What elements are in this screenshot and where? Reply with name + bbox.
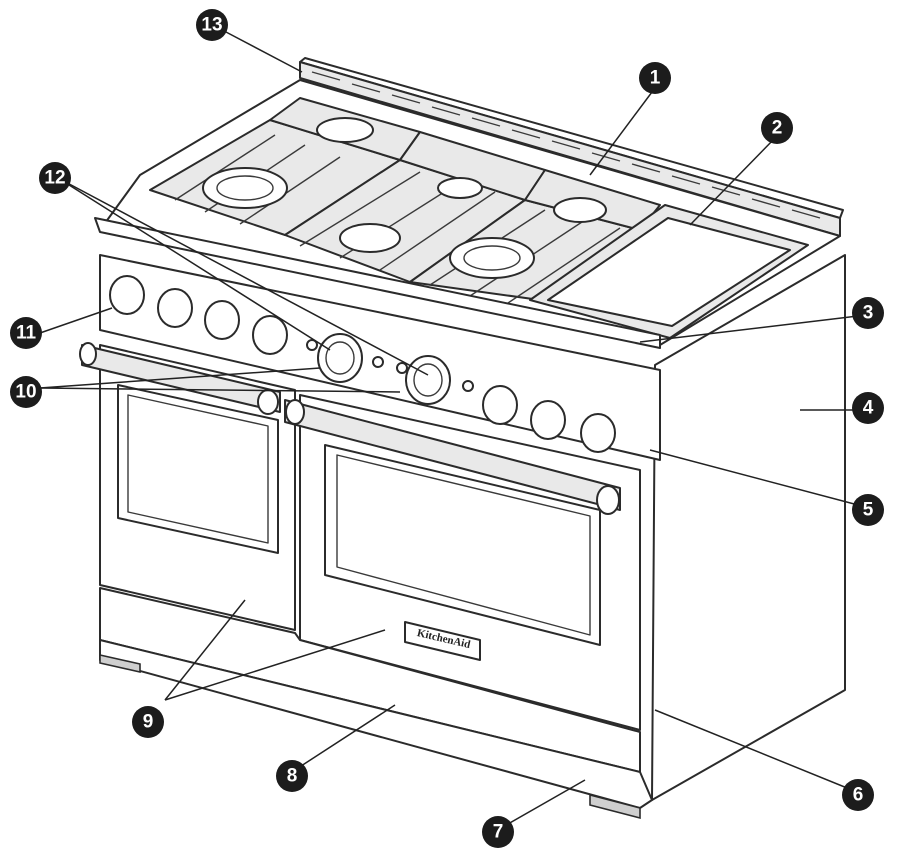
left-oven-window	[117, 384, 279, 554]
callout-12: 12	[39, 162, 71, 194]
left-leg	[99, 654, 141, 673]
callout-13: 13	[196, 9, 228, 41]
oven-control-knobs	[306, 333, 474, 405]
svg-text:10: 10	[15, 382, 36, 403]
callout-2: 2	[761, 112, 793, 144]
svg-text:4: 4	[863, 398, 874, 419]
svg-text:2: 2	[772, 118, 783, 139]
callout-7: 7	[482, 816, 514, 848]
svg-text:5: 5	[863, 500, 874, 521]
svg-text:11: 11	[16, 323, 37, 344]
svg-text:7: 7	[493, 822, 504, 843]
burners	[202, 117, 607, 279]
svg-text:8: 8	[287, 766, 298, 787]
cooktop-front-edge	[94, 217, 661, 349]
griddle-plate	[547, 217, 791, 327]
callout-10: 10	[10, 376, 42, 408]
right-leg	[589, 793, 641, 820]
leader-lines	[39, 31, 859, 825]
callout-11: 11	[10, 317, 42, 349]
svg-text:3: 3	[863, 303, 874, 324]
side-panel	[651, 254, 846, 801]
callout-8: 8	[276, 760, 308, 792]
callout-1: 1	[639, 62, 671, 94]
svg-text:6: 6	[853, 785, 864, 806]
svg-text:13: 13	[201, 15, 222, 36]
callout-4: 4	[852, 392, 884, 424]
right-oven-window	[324, 444, 601, 646]
left-burner-knobs	[109, 275, 288, 355]
svg-text:12: 12	[44, 168, 65, 189]
backguard-vents	[311, 71, 821, 219]
right-burner-knobs	[482, 385, 616, 453]
callout-6: 6	[842, 779, 874, 811]
callout-9: 9	[132, 706, 164, 738]
svg-text:9: 9	[143, 712, 154, 733]
brand-badge-plate	[404, 621, 481, 661]
callout-5: 5	[852, 494, 884, 526]
callout-3: 3	[852, 297, 884, 329]
right-door-handle	[284, 399, 621, 511]
svg-text:1: 1	[650, 68, 661, 89]
